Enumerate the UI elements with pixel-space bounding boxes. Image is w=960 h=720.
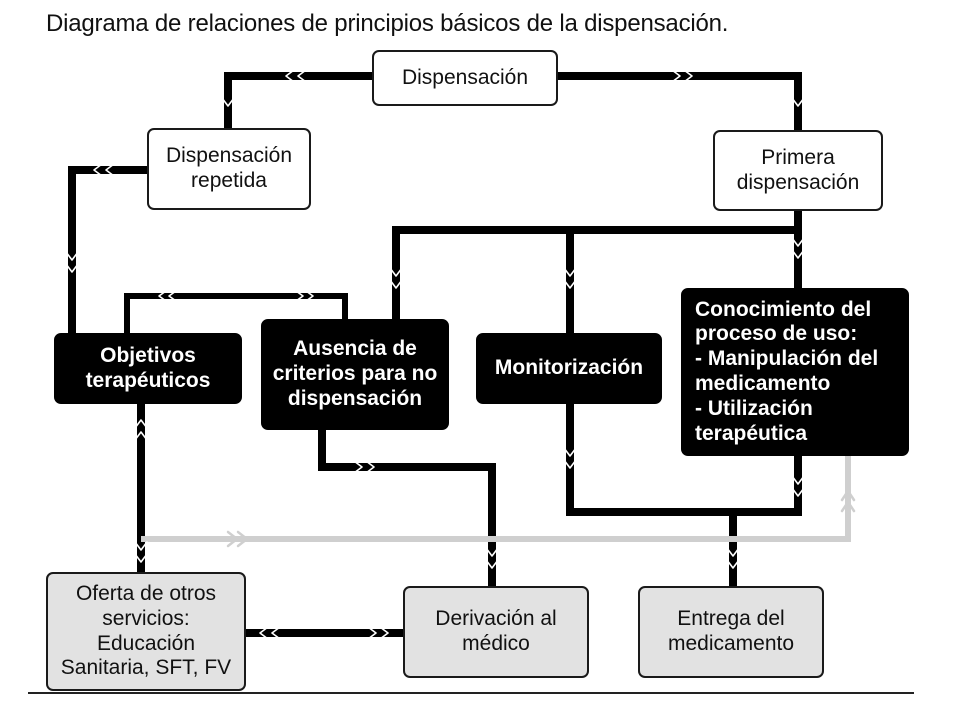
connector-ausencia-to-derivacion: [318, 430, 496, 586]
arrow-down-icon: [791, 237, 805, 247]
arrow-down-icon: [134, 553, 148, 563]
arrow-up-icon: [134, 431, 148, 441]
arrow-left-icon: [285, 69, 295, 83]
connector-primera-branch: [392, 226, 798, 319]
node-derivacion-medico: Derivación al médico: [403, 586, 589, 678]
arrow-up-icon: [840, 489, 856, 502]
arrow-down-icon: [563, 459, 577, 469]
arrow-left-icon: [93, 163, 103, 177]
arrow-down-icon: [65, 251, 79, 261]
node-monitorizacion: Monitorización: [476, 333, 662, 404]
arrow-up-icon: [134, 419, 148, 429]
bottom-divider: [28, 692, 914, 694]
node-objetivos-terapeuticos: Objetivos terapéuticos: [54, 333, 242, 404]
arrow-down-icon: [563, 279, 577, 289]
node-primera-dispensacion: Primera dispensación: [713, 130, 883, 211]
arrow-right-icon: [379, 626, 389, 640]
arrow-right-icon: [236, 530, 249, 548]
arrow-right-icon: [353, 460, 363, 474]
arrow-down-icon: [563, 267, 577, 277]
connector-monitorizacion-to-entrega: [566, 404, 737, 586]
arrow-down-icon: [791, 97, 805, 107]
connector-objetivos-ausencia: [124, 293, 348, 333]
arrow-down-icon: [791, 249, 805, 259]
arrow-right-icon: [305, 290, 314, 302]
arrow-down-icon: [726, 559, 740, 569]
node-ausencia-criterios: Ausencia de criterios para no dispensaci…: [261, 319, 449, 430]
arrow-right-icon: [671, 69, 681, 83]
node-entrega-medicamento: Entrega del medicamento: [638, 586, 824, 678]
connector-dispensacion-to-primera: [558, 72, 802, 130]
arrow-left-icon: [297, 69, 307, 83]
arrow-down-icon: [134, 541, 148, 551]
diagram-title: Diagrama de relaciones de principios bás…: [46, 10, 729, 37]
arrow-up-icon: [840, 500, 856, 513]
node-dispensacion-repetida: Dispensación repetida: [147, 128, 311, 210]
arrow-down-icon: [389, 279, 403, 289]
arrow-down-icon: [791, 475, 805, 485]
connector-dispensacion-to-repetida: [224, 72, 372, 128]
arrow-down-icon: [726, 547, 740, 557]
arrow-down-icon: [791, 487, 805, 497]
connector-gray-feedback: [141, 456, 851, 542]
arrow-down-icon: [389, 267, 403, 277]
arrow-left-icon: [105, 163, 115, 177]
arrow-down-icon: [221, 97, 235, 107]
arrow-down-icon: [65, 263, 79, 273]
arrow-right-icon: [365, 460, 375, 474]
node-conocimiento-proceso: Conocimiento del proceso de uso: - Manip…: [681, 288, 909, 456]
arrow-down-icon: [485, 547, 499, 557]
arrow-down-icon: [563, 447, 577, 457]
arrow-right-icon: [295, 290, 304, 302]
node-dispensacion: Dispensación: [372, 50, 558, 106]
arrow-left-icon: [259, 626, 269, 640]
arrow-down-icon: [485, 559, 499, 569]
arrow-left-icon: [271, 626, 281, 640]
node-oferta-servicios: Oferta de otros servicios: Educación San…: [46, 572, 246, 691]
connector-conocimiento-to-entrega: [733, 456, 802, 516]
connector-repetida-to-objetivos: [68, 166, 147, 333]
arrow-left-icon: [168, 290, 177, 302]
arrow-left-icon: [158, 290, 167, 302]
arrow-right-icon: [683, 69, 693, 83]
arrow-right-icon: [226, 530, 239, 548]
arrow-right-icon: [367, 626, 377, 640]
